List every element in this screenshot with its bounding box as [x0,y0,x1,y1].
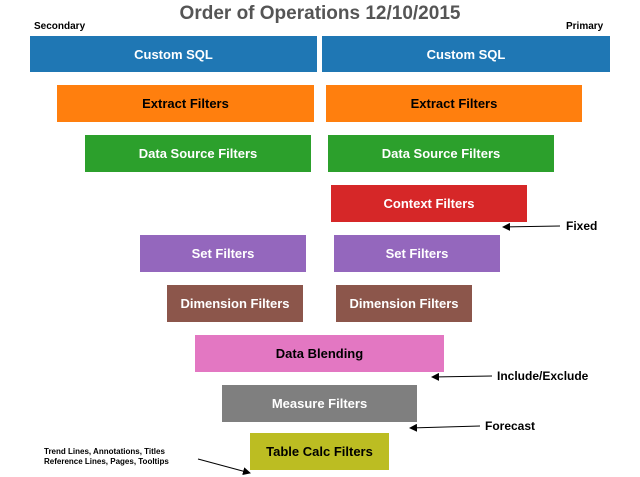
forecast-note: Forecast [485,419,536,433]
primary-extract-filters-box: Extract Filters [326,85,582,122]
include-exclude-note: Include/Exclude [497,369,589,383]
primary-context-filters-box: Context Filters [331,185,527,222]
secondary-custom-sql-box: Custom SQL [30,36,317,72]
trend-lines-arrow [197,458,251,476]
box-label: Extract Filters [142,96,229,111]
primary-custom-sql-box: Custom SQL [322,36,610,72]
fixed-note: Fixed [566,219,598,233]
fixed-arrow [502,222,561,231]
box-label: Custom SQL [426,46,506,62]
box-label: Table Calc Filters [266,444,373,459]
box-label: Measure Filters [271,396,368,411]
measure-filters-box: Measure Filters [222,385,417,422]
box-label: Dimension Filters [349,296,459,311]
secondary-dimension-filters-box: Dimension Filters [167,285,303,322]
data-blending-box: Data Blending [195,335,444,372]
box-label: Set Filters [385,246,449,261]
primary-set-filters-box: Set Filters [334,235,500,272]
forecast-arrow [409,423,481,432]
box-label: Data Source Filters [138,146,258,161]
secondary-label: Secondary [34,21,86,32]
trend-lines-note-line2: Reference Lines, Pages, Tooltips [44,457,169,466]
primary-dimension-filters-box: Dimension Filters [336,285,472,322]
box-label: Extract Filters [410,96,498,111]
table-calc-filters-box: Table Calc Filters [250,433,389,470]
primary-data-source-filters-box: Data Source Filters [328,135,554,172]
trend-lines-note: Trend Lines, Annotations, Titles Referen… [44,447,169,467]
box-label: Data Blending [275,346,364,361]
box-label: Data Source Filters [381,146,501,161]
page-title: Order of Operations 12/10/2015 [179,3,461,24]
box-label: Context Filters [383,196,475,211]
box-label: Set Filters [191,246,255,261]
box-label: Custom SQL [134,46,213,62]
trend-lines-note-line1: Trend Lines, Annotations, Titles [44,447,165,456]
include-exclude-arrow [431,372,493,381]
box-label: Dimension Filters [180,296,290,311]
secondary-set-filters-box: Set Filters [140,235,306,272]
primary-label: Primary [566,21,604,32]
secondary-data-source-filters-box: Data Source Filters [85,135,311,172]
secondary-extract-filters-box: Extract Filters [57,85,314,122]
